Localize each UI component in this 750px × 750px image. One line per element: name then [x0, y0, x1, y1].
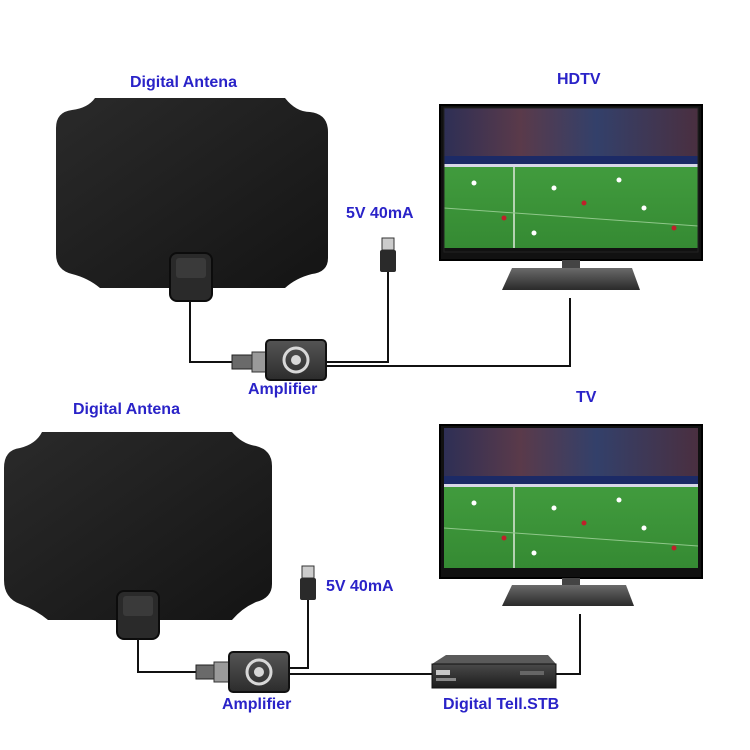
- bottom-antenna-icon: [4, 432, 272, 640]
- bottom-cables: [137, 598, 581, 675]
- stb-label: Digital Tell.STB: [443, 696, 560, 713]
- bottom-antenna-label: Digital Antena: [73, 401, 180, 418]
- bottom-amplifier-icon: [228, 651, 290, 693]
- bottom-power-label: 5V 40mA: [326, 578, 394, 595]
- top-amplifier-icon: [265, 339, 327, 381]
- top-usb-plug-icon: [380, 237, 396, 272]
- top-antenna-label: Digital Antena: [130, 74, 237, 91]
- bottom-usb-plug-icon: [300, 565, 316, 600]
- top-antenna-icon: [56, 98, 328, 302]
- top-power-label: 5V 40mA: [346, 205, 414, 222]
- hdtv-icon: [439, 104, 703, 290]
- top-coax-connector-icon: [231, 351, 269, 373]
- tv-icon: [439, 424, 703, 606]
- top-tv-label: HDTV: [557, 71, 601, 88]
- top-cables: [189, 272, 571, 367]
- bottom-tv-label: TV: [576, 389, 597, 406]
- set-top-box-icon: [431, 655, 557, 689]
- bottom-coax-connector-icon: [195, 661, 231, 683]
- top-amplifier-label: Amplifier: [248, 381, 318, 398]
- bottom-amplifier-label: Amplifier: [222, 696, 292, 713]
